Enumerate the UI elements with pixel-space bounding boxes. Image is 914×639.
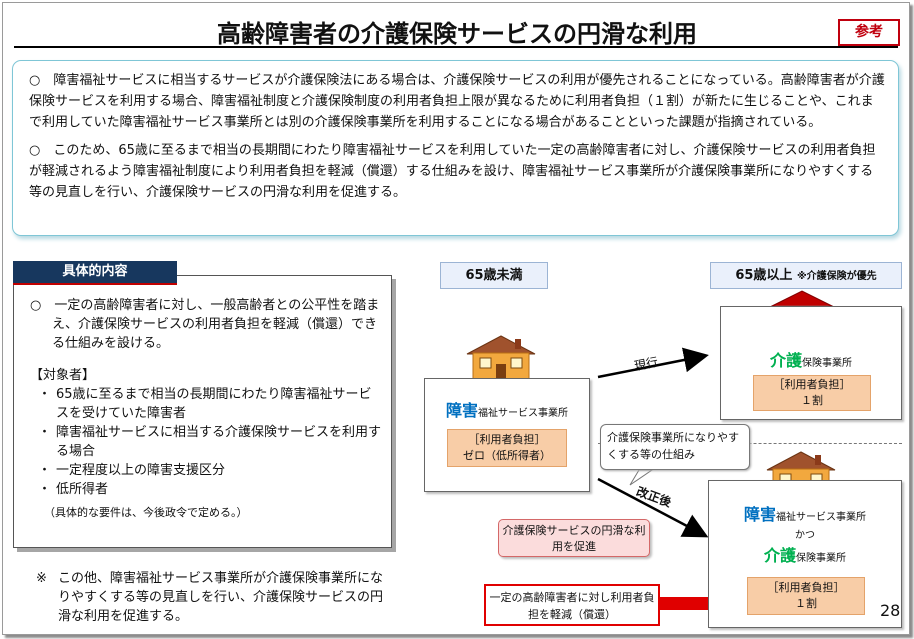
footer-note: ※ この他、障害福祉サービス事業所が介護保険事業所になりやすくする等の見直しを行… [36, 569, 386, 626]
targets-list: ・65歳に至るまで相当の長期間にわたり障害福祉サービスを受けていた障害者 ・障害… [30, 385, 381, 499]
and-label: かつ [795, 530, 815, 541]
callout-tail [629, 469, 654, 486]
burden-box: ［利用者負担］ １割 [747, 577, 865, 615]
bullet-icon: ・ [38, 482, 52, 497]
care-provider-current: 介護保険事業所 ［利用者負担］ １割 [720, 306, 902, 420]
overview-paragraph-1: ○ 障害福祉サービスに相当するサービスが介護保険法にある場合は、介護保険サービス… [29, 73, 885, 130]
page-number: 28 [880, 601, 901, 620]
over65-note: ※介護保険が優先 [796, 271, 877, 282]
list-item: ・障害福祉サービスに相当する介護保険サービスを利用する場合 [38, 425, 382, 459]
burden-reduction-callout: 一定の高齢障害者に対し利用者負担を軽減（償還） [484, 584, 660, 626]
targets-title: 【対象者】 [30, 368, 96, 383]
dashed-divider [598, 443, 902, 444]
provider-type-disability: 障害 [743, 505, 776, 524]
overview-box: ○ 障害福祉サービスに相当するサービスが介護保険法にある場合は、介護保険サービス… [12, 60, 899, 236]
bullet-icon: ・ [38, 387, 52, 402]
reference-badge: 参考 [838, 19, 900, 46]
details-header: 具体的内容 [13, 261, 177, 285]
list-item: ・65歳に至るまで相当の長期間にわたり障害福祉サービスを受けていた障害者 [38, 387, 372, 421]
footer-note-text: この他、障害福祉サービス事業所が介護保険事業所になりやすくする等の見直しを行い、… [58, 571, 384, 624]
title-underline [14, 46, 898, 48]
column-under-65: 65歳未満 [440, 262, 548, 289]
list-item: ・低所得者 [38, 482, 109, 497]
details-box: ○ 一定の高齢障害者に対し、一般高齢者との公平性を踏まえ、介護保険サービスの利用… [13, 275, 392, 548]
provider-type-disability: 障害 [445, 401, 478, 420]
provider-type-care: 介護 [769, 351, 802, 370]
provider-type-care: 介護 [763, 546, 796, 565]
column-over-65: 65歳以上 ※介護保険が優先 [710, 262, 902, 289]
details-note: （具体的な要件は、今後政令で定める。） [44, 506, 248, 519]
house-icon [466, 335, 536, 382]
smooth-use-callout: 介護保険サービスの円滑な利用を促進 [498, 519, 650, 557]
bullet-icon: ・ [38, 425, 52, 440]
details-intro: ○ 一定の高齢障害者に対し、一般高齢者との公平性を踏まえ、介護保険サービスの利用… [30, 298, 380, 351]
bullet-icon: ・ [38, 463, 52, 478]
note-mark: ※ [36, 571, 47, 586]
burden-box: ［利用者負担］ ゼロ（低所得者） [447, 429, 567, 467]
list-item: ・一定程度以上の障害支援区分 [38, 463, 226, 478]
page-title: 高齢障害者の介護保険サービスの円滑な利用 [217, 20, 697, 48]
current-arrow [597, 347, 709, 379]
combined-provider-revised: 障害福祉サービス事業所 かつ 介護保険事業所 ［利用者負担］ １割 [708, 480, 902, 628]
overview-paragraph-2: ○ このため、65歳に至るまで相当の長期間にわたり障害福祉サービスを利用していた… [29, 143, 876, 200]
disability-provider-current: 障害福祉サービス事業所 ［利用者負担］ ゼロ（低所得者） [424, 378, 590, 492]
revised-arrow [597, 477, 709, 538]
burden-box: ［利用者負担］ １割 [753, 375, 871, 411]
mechanism-callout: 介護保険事業所になりやすくする等の仕組み [600, 424, 750, 470]
